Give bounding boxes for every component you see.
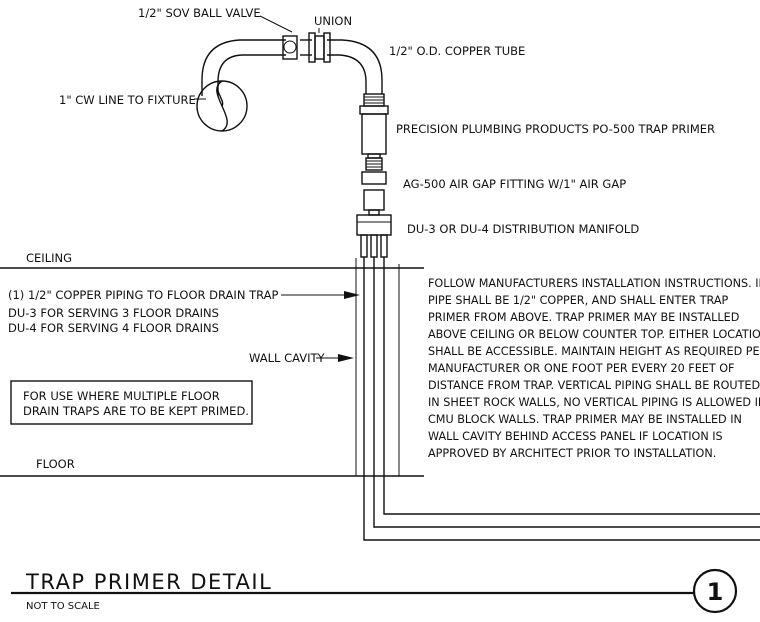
scale-note: NOT TO SCALE bbox=[26, 601, 100, 612]
air-gap-fitting bbox=[361, 171, 387, 216]
drain-lines bbox=[363, 257, 760, 541]
trap-primer-body bbox=[359, 105, 389, 171]
copper-tube-assembly bbox=[201, 39, 383, 96]
trap-primer-label: PRECISION PLUMBING PRODUCTS PO-500 TRAP … bbox=[396, 122, 715, 136]
du4-label: DU-4 FOR SERVING 4 FLOOR DRAINS bbox=[8, 321, 219, 335]
union-fitting bbox=[308, 32, 331, 63]
cw-line-label: 1" CW LINE TO FIXTURE bbox=[59, 93, 196, 107]
wall-cavity-label: WALL CAVITY bbox=[249, 351, 326, 365]
copper-tube-label: 1/2" O.D. COPPER TUBE bbox=[389, 44, 525, 58]
union-label: UNION bbox=[314, 14, 352, 28]
inlet-coupling bbox=[363, 93, 385, 107]
box-note-line: DRAIN TRAPS ARE TO BE KEPT PRIMED. bbox=[23, 404, 249, 418]
install-note-line: FOLLOW MANUFACTURERS INSTALLATION INSTRU… bbox=[428, 277, 760, 290]
install-note-line: DISTANCE FROM TRAP. VERTICAL PIPING SHAL… bbox=[428, 379, 760, 392]
air-gap-label: AG-500 AIR GAP FITTING W/1" AIR GAP bbox=[403, 177, 626, 191]
install-note-line: ABOVE CEILING OR BELOW COUNTER TOP. EITH… bbox=[428, 328, 760, 341]
install-note-line: CMU BLOCK WALLS. TRAP PRIMER MAY BE INST… bbox=[428, 413, 742, 426]
install-note-line: APPROVED BY ARCHITECT PRIOR TO INSTALLAT… bbox=[428, 447, 716, 460]
copper-piping-label: (1) 1/2" COPPER PIPING TO FLOOR DRAIN TR… bbox=[8, 288, 278, 302]
leader-lines bbox=[194, 15, 360, 362]
install-note-line: PIPE SHALL BE 1/2" COPPER, AND SHALL ENT… bbox=[428, 294, 729, 307]
detail-number: 1 bbox=[707, 578, 724, 606]
install-note-line: SHALL BE ACCESSIBLE. MAINTAIN HEIGHT AS … bbox=[428, 345, 760, 358]
multiple-drains-note: FOR USE WHERE MULTIPLE FLOOR DRAIN TRAPS… bbox=[10, 380, 253, 425]
detail-number-circle bbox=[692, 568, 738, 614]
ball-valve bbox=[282, 35, 298, 60]
installation-notes: FOLLOW MANUFACTURERS INSTALLATION INSTRU… bbox=[428, 277, 760, 460]
floor-label: FLOOR bbox=[36, 457, 75, 471]
cw-line-symbol bbox=[196, 80, 248, 132]
install-note-line: WALL CAVITY BEHIND ACCESS PANEL IF LOCAT… bbox=[428, 430, 723, 443]
ball-valve-label: 1/2" SOV BALL VALVE bbox=[138, 6, 261, 20]
detail-title: TRAP PRIMER DETAIL bbox=[25, 570, 272, 594]
install-note-line: PRIMER FROM ABOVE. TRAP PRIMER MAY BE IN… bbox=[428, 311, 739, 324]
manifold-label: DU-3 OR DU-4 DISTRIBUTION MANIFOLD bbox=[407, 222, 639, 236]
install-note-line: IN SHEET ROCK WALLS, NO VERTICAL PIPING … bbox=[428, 396, 760, 409]
distribution-manifold bbox=[356, 214, 392, 258]
install-note-line: MANUFACTURER OR ONE FOOT PER EVERY 20 FE… bbox=[428, 362, 734, 375]
du3-label: DU-3 FOR SERVING 3 FLOOR DRAINS bbox=[8, 306, 219, 320]
title-block: TRAP PRIMER DETAIL NOT TO SCALE 1 bbox=[11, 568, 738, 614]
box-note-line: FOR USE WHERE MULTIPLE FLOOR bbox=[23, 389, 220, 403]
ceiling-label: CEILING bbox=[26, 251, 72, 265]
wall-cavity bbox=[355, 258, 400, 476]
